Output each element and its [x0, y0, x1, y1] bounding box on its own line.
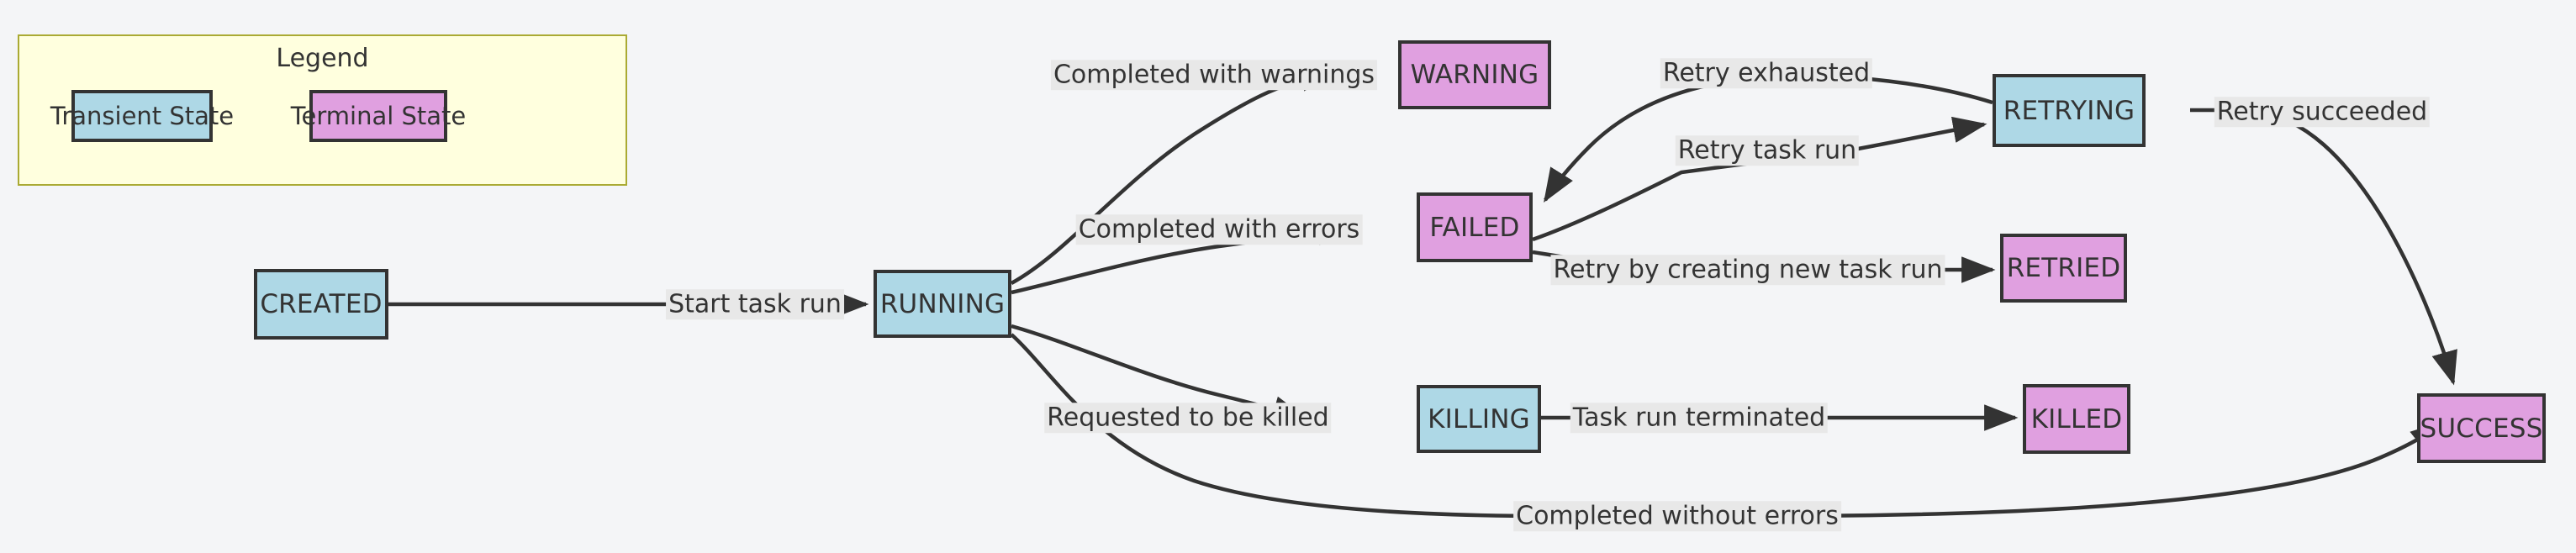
edge-label-task-run-terminated: Task run terminated [1570, 403, 1829, 433]
node-killed[interactable]: KILLED [2023, 384, 2130, 454]
node-success[interactable]: SUCCESS [2417, 393, 2546, 463]
edge-label-retry-by-creating-new-task-run: Retry by creating new task run [1550, 255, 1945, 285]
edge-label-retry-task-run: Retry task run [1675, 135, 1860, 166]
node-warning[interactable]: WARNING [1398, 40, 1551, 109]
legend-swatch-transient-state: Transient State [50, 90, 234, 142]
node-killing[interactable]: KILLING [1417, 385, 1541, 453]
node-running[interactable]: RUNNING [874, 270, 1011, 338]
node-running-label: RUNNING [879, 288, 1006, 319]
node-killed-label: KILLED [2030, 403, 2123, 434]
edge-label-completed-without-errors: Completed without errors [1513, 501, 1841, 531]
legend-swatch-transient-label: Transient State [50, 102, 235, 130]
legend-swatch-terminal-state: Terminal State [291, 90, 466, 142]
node-retrying[interactable]: RETRYING [1993, 74, 2146, 147]
edge-label-completed-with-errors: Completed with errors [1075, 214, 1363, 245]
node-failed[interactable]: FAILED [1417, 192, 1533, 262]
node-success-label: SUCCESS [2420, 413, 2543, 444]
edge-label-retry-exhausted: Retry exhausted [1660, 58, 1873, 88]
edge-retrying-to-success [2190, 108, 2457, 386]
node-killing-label: KILLING [1428, 403, 1530, 434]
node-retrying-label: RETRYING [2003, 95, 2135, 126]
node-retried-label: RETRIED [2006, 253, 2121, 283]
edge-label-completed-with-warnings: Completed with warnings [1050, 60, 1378, 90]
edge-label-requested-to-be-killed: Requested to be killed [1044, 403, 1332, 433]
node-failed-label: FAILED [1429, 212, 1520, 243]
edge-label-retry-succeeded: Retry succeeded [2214, 97, 2431, 127]
edge-running-to-warning [1010, 65, 1337, 285]
legend-title: Legend [276, 44, 369, 73]
node-created-label: CREATED [260, 289, 383, 319]
node-created[interactable]: CREATED [254, 269, 388, 340]
legend-swatch-terminal-label: Terminal State [290, 102, 467, 130]
edge-label-start-task-run: Start task run [666, 289, 844, 319]
node-warning-label: WARNING [1410, 60, 1539, 90]
node-retried[interactable]: RETRIED [2000, 234, 2127, 303]
legend-container: Legend Transient State Terminal State [18, 34, 627, 186]
